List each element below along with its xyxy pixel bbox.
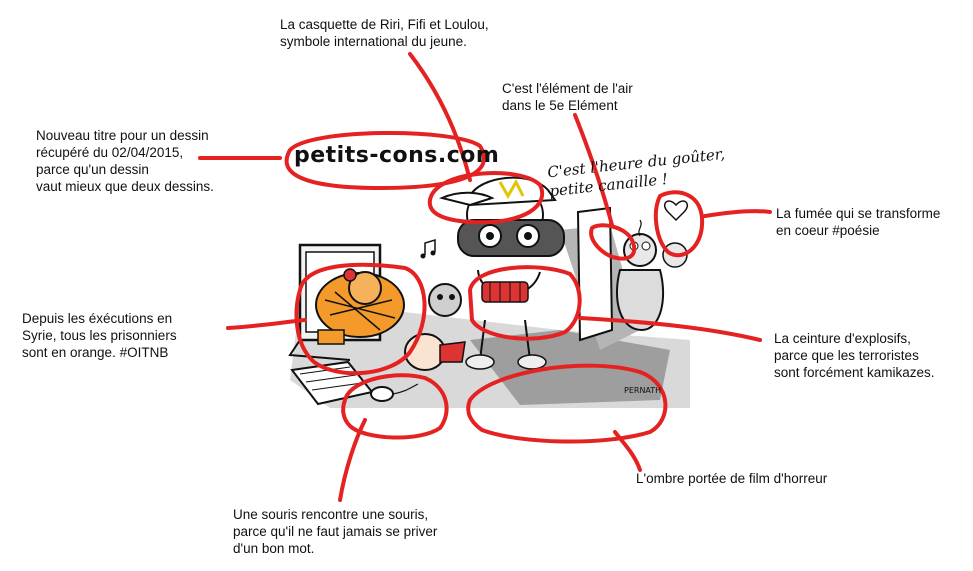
annotation-smoke: La fumée qui se transforme en coeur #poé… <box>776 206 941 238</box>
circle-mouse <box>341 373 449 440</box>
annotation-mouse: Une souris rencontre une souris, parce q… <box>233 507 438 556</box>
circle-belt <box>467 265 582 341</box>
circle-smoke <box>653 190 705 258</box>
annotation-air: C'est l'élément de l'air dans le 5e Elém… <box>502 81 633 113</box>
annotation-orange: Depuis les éxécutions en Syrie, tous les… <box>22 311 177 360</box>
annotation-belt: La ceinture d'explosifs, parce que les t… <box>774 331 935 380</box>
music-notes-icon <box>420 238 436 259</box>
heart-smoke <box>638 200 688 237</box>
circle-title <box>284 130 486 191</box>
annotation-cap: La casquette de Riri, Fifi et Loulou, sy… <box>280 17 489 49</box>
grey-creature <box>428 283 462 317</box>
computer-mouse <box>370 383 419 402</box>
leader-lines <box>198 52 772 502</box>
circle-shadow <box>466 363 668 444</box>
orange-prisoner <box>315 268 405 345</box>
annotation-title: Nouveau titre pour un dessin récupéré du… <box>36 128 214 194</box>
circle-prisoner <box>294 262 427 376</box>
grandmother <box>616 233 688 332</box>
annotation-shadow: L'ombre portée de film d'horreur <box>636 471 828 486</box>
petits-cons-logo: petits-cons.com <box>294 143 500 168</box>
main-character <box>438 176 565 370</box>
artist-signature: PERNATH <box>624 386 662 395</box>
